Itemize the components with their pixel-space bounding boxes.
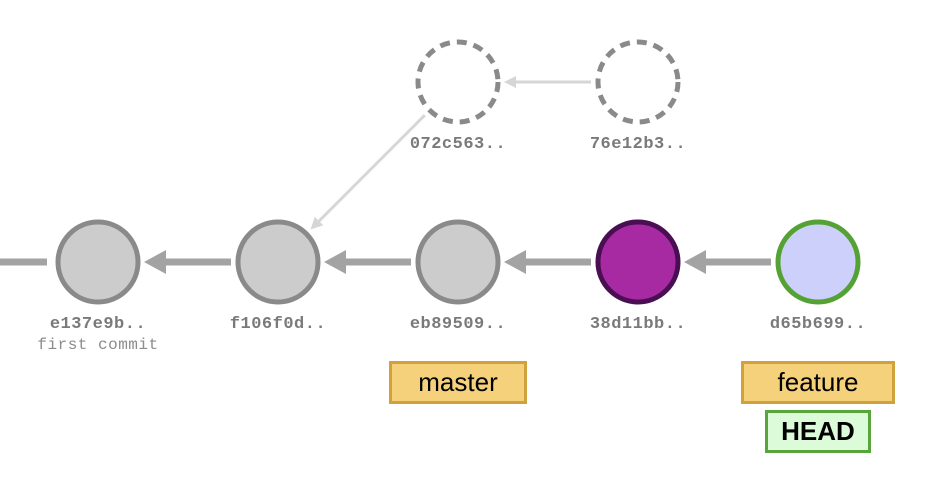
- commit-label-072c563: 072c563..: [409, 135, 507, 154]
- arrowhead-eb89509-to-f106f0d: [324, 250, 346, 274]
- commit-node-38d11bb: [595, 219, 681, 305]
- commit-node-f106f0d: [235, 219, 321, 305]
- commit-node-072c563: [415, 39, 501, 125]
- branch-label-feature: feature: [741, 361, 895, 404]
- nodes-layer: [55, 39, 861, 305]
- commit-label-e137e9b: e137e9b..: [49, 315, 147, 334]
- commit-label-d65b699: d65b699..: [769, 315, 867, 334]
- arrowhead-d65b699-to-38d11bb: [684, 250, 706, 274]
- commit-node-e137e9b: [55, 219, 141, 305]
- arrowhead-76e12b3-to-072c563: [504, 76, 516, 88]
- arrowhead-f106f0d-to-e137e9b: [144, 250, 166, 274]
- commit-label-38d11bb: 38d11bb..: [589, 315, 687, 334]
- commit-label-eb89509: eb89509..: [409, 315, 507, 334]
- commit-label-76e12b3: 76e12b3..: [589, 135, 687, 154]
- head-label: HEAD: [765, 410, 871, 453]
- edge-072c563-to-f106f0d: [316, 114, 426, 224]
- commit-node-d65b699: [775, 219, 861, 305]
- commit-node-76e12b3: [595, 39, 681, 125]
- branch-label-master: master: [389, 361, 527, 404]
- commit-label-f106f0d: f106f0d..: [229, 315, 327, 334]
- arrowhead-38d11bb-to-eb89509: [504, 250, 526, 274]
- commit-node-eb89509: [415, 219, 501, 305]
- commit-message-e137e9b: first commit: [37, 336, 159, 354]
- edges-layer: [0, 76, 771, 274]
- arrowhead-072c563-to-f106f0d: [310, 216, 324, 230]
